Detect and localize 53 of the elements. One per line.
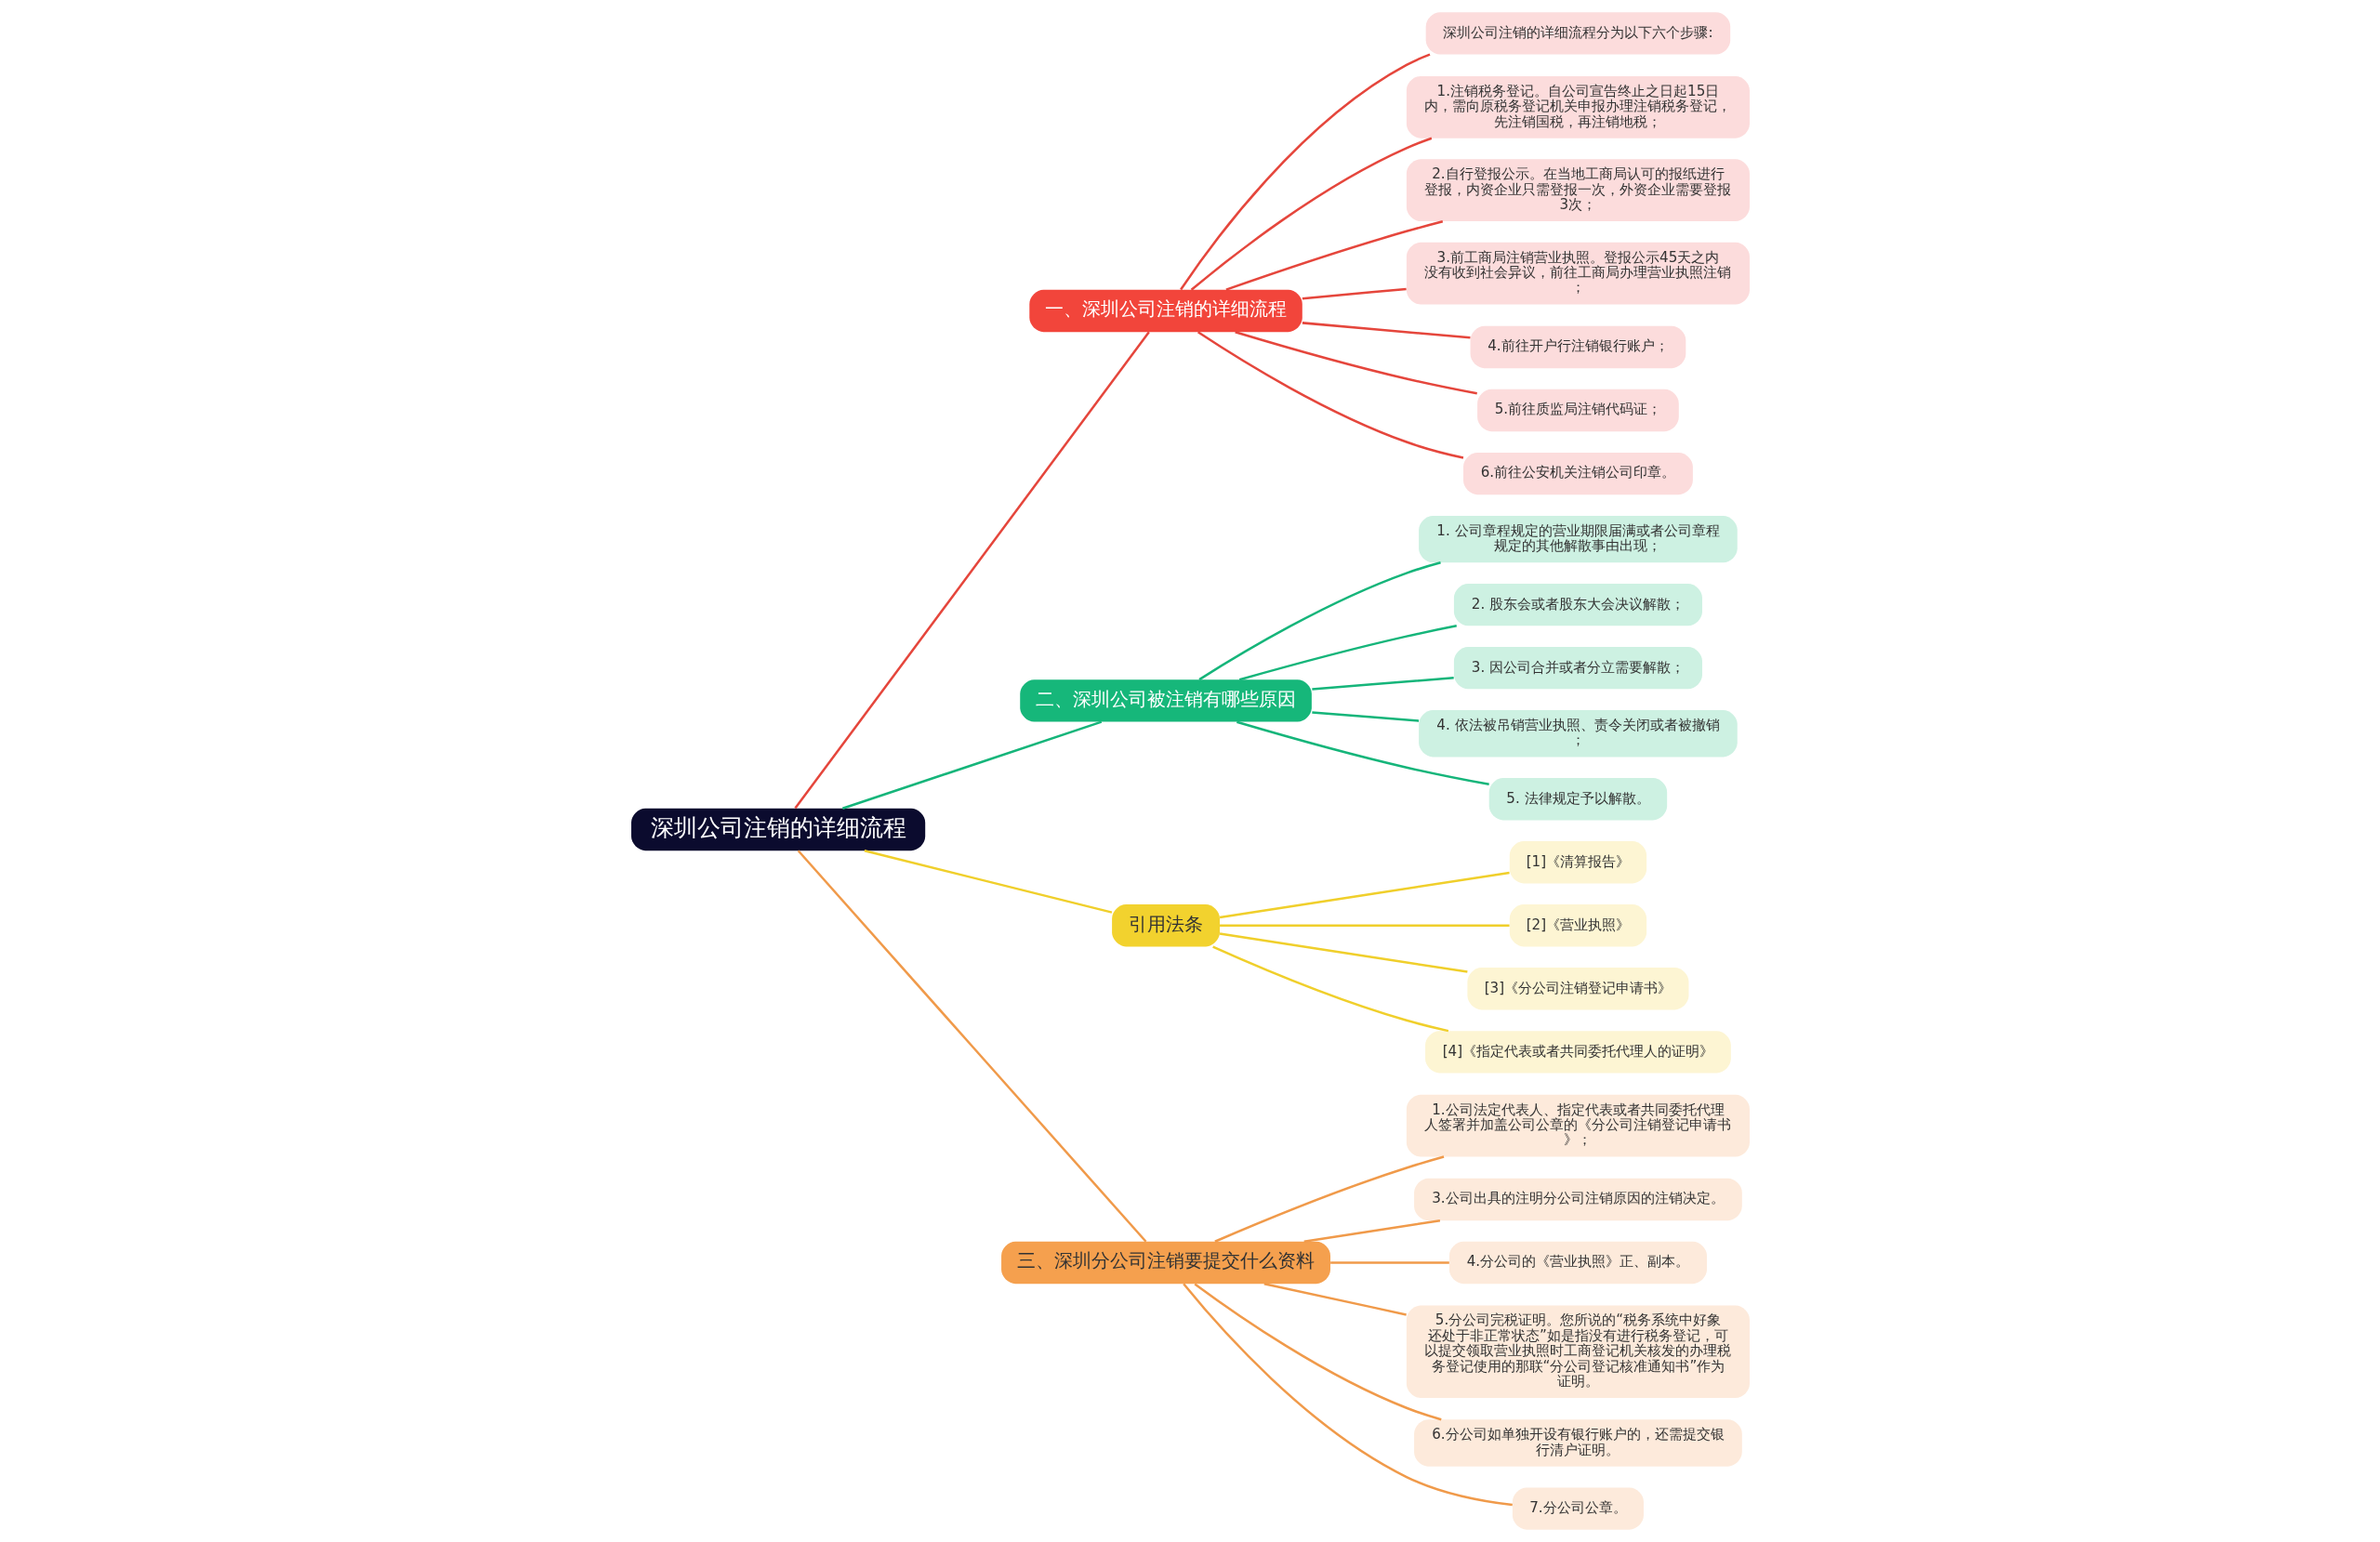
connector [1329,1261,1449,1264]
node-box: 深圳公司注销的详细流程分为以下六个步骤: [1425,12,1730,55]
connector [1263,1283,1407,1316]
node-box: 1.注销税务登记。自公司宣告终止之日起15日内，需向原税务登记机关申报办理注销税务登记，先注销国税，再注销地税； [1406,75,1750,138]
connector [797,850,1146,1243]
node-box: 3.前工商局注销营业执照。登报公示45天之内没有收到社会异议，前往工商局办理营业执照注销； [1406,242,1750,305]
node-box: 5. 法律规定予以解散。 [1488,778,1667,821]
connector [1213,1155,1444,1243]
node-box: 6.前往公安机关注销公司印章。 [1462,452,1693,495]
node-box: [2]《营业执照》 [1509,904,1646,947]
connector [1303,1219,1440,1244]
node-box: 一、深圳公司注销的详细流程 [1028,289,1302,333]
connector [1211,945,1448,1033]
node-box: 二、深圳公司被注销有哪些原因 [1019,679,1312,722]
connector [1224,220,1443,291]
node-box: 2. 股东会或者股东大会决议解散； [1453,583,1702,626]
connector [841,720,1102,810]
connector [1219,871,1510,919]
node-box: 4.前往开户行注销银行账户； [1470,325,1686,369]
node-box: 5.分公司完税证明。您所说的“税务系统中好象还处于非正常状态”如是指没有进行税务登记，可以提交领取营业执照时工商登记机关核发的办理税务登记使用的那联“分公司登记核准通知书”作为证明。 [1406,1305,1750,1398]
connector [1302,322,1471,339]
connector [1302,287,1407,300]
node-box: 6.分公司如单独开设有银行账户的，还需提交银行清户证明。 [1413,1419,1742,1467]
connector [1238,625,1457,681]
connector [1236,720,1489,786]
node-box: [1]《清算报告》 [1509,841,1646,884]
connector [1311,677,1454,691]
connector [1234,331,1477,395]
node-box: [4]《指定代表或者共同委托代理人的证明》 [1424,1031,1731,1074]
connector [1219,924,1510,928]
connector [1179,53,1430,291]
node-box: 4. 依法被吊销营业执照、责令关闭或者被撤销； [1418,710,1738,758]
node-box: 引用法条 [1111,904,1220,947]
connector [793,331,1150,810]
node-box: 4.分公司的《营业执照》正、副本。 [1448,1241,1707,1285]
connector [1193,1283,1442,1421]
connector [1197,561,1441,681]
node-box: 三、深圳分公司注销要提交什么资料 [1000,1241,1330,1285]
connector [864,850,1112,914]
connector [1182,1283,1513,1507]
connector [1190,137,1432,291]
node-box: 3.公司出具的注明分公司注销原因的注销决定。 [1413,1178,1742,1221]
node-box: 2.自行登报公示。在当地工商局认可的报纸进行登报，内资企业只需登报一次，外资企业需要登报3次； [1406,159,1750,222]
node-box: 7.分公司公章。 [1512,1487,1644,1530]
connector [1219,932,1468,973]
node-box: [3]《分公司注销登记申请书》 [1466,968,1688,1010]
connector [1197,331,1463,459]
node-box: 深圳公司注销的详细流程 [630,808,925,851]
node-box: 1.公司法定代表人、指定代表或者共同委托代理人签署并加盖公司公章的《分公司注销登记申请书》； [1406,1094,1750,1157]
node-box: 1. 公司章程规定的营业期限届满或者公司章程规定的其他解散事由出现； [1418,515,1738,563]
connector [1311,711,1419,722]
node-box: 3. 因公司合并或者分立需要解散； [1453,647,1702,690]
node-box: 5.前往质监局注销代码证； [1476,389,1679,432]
